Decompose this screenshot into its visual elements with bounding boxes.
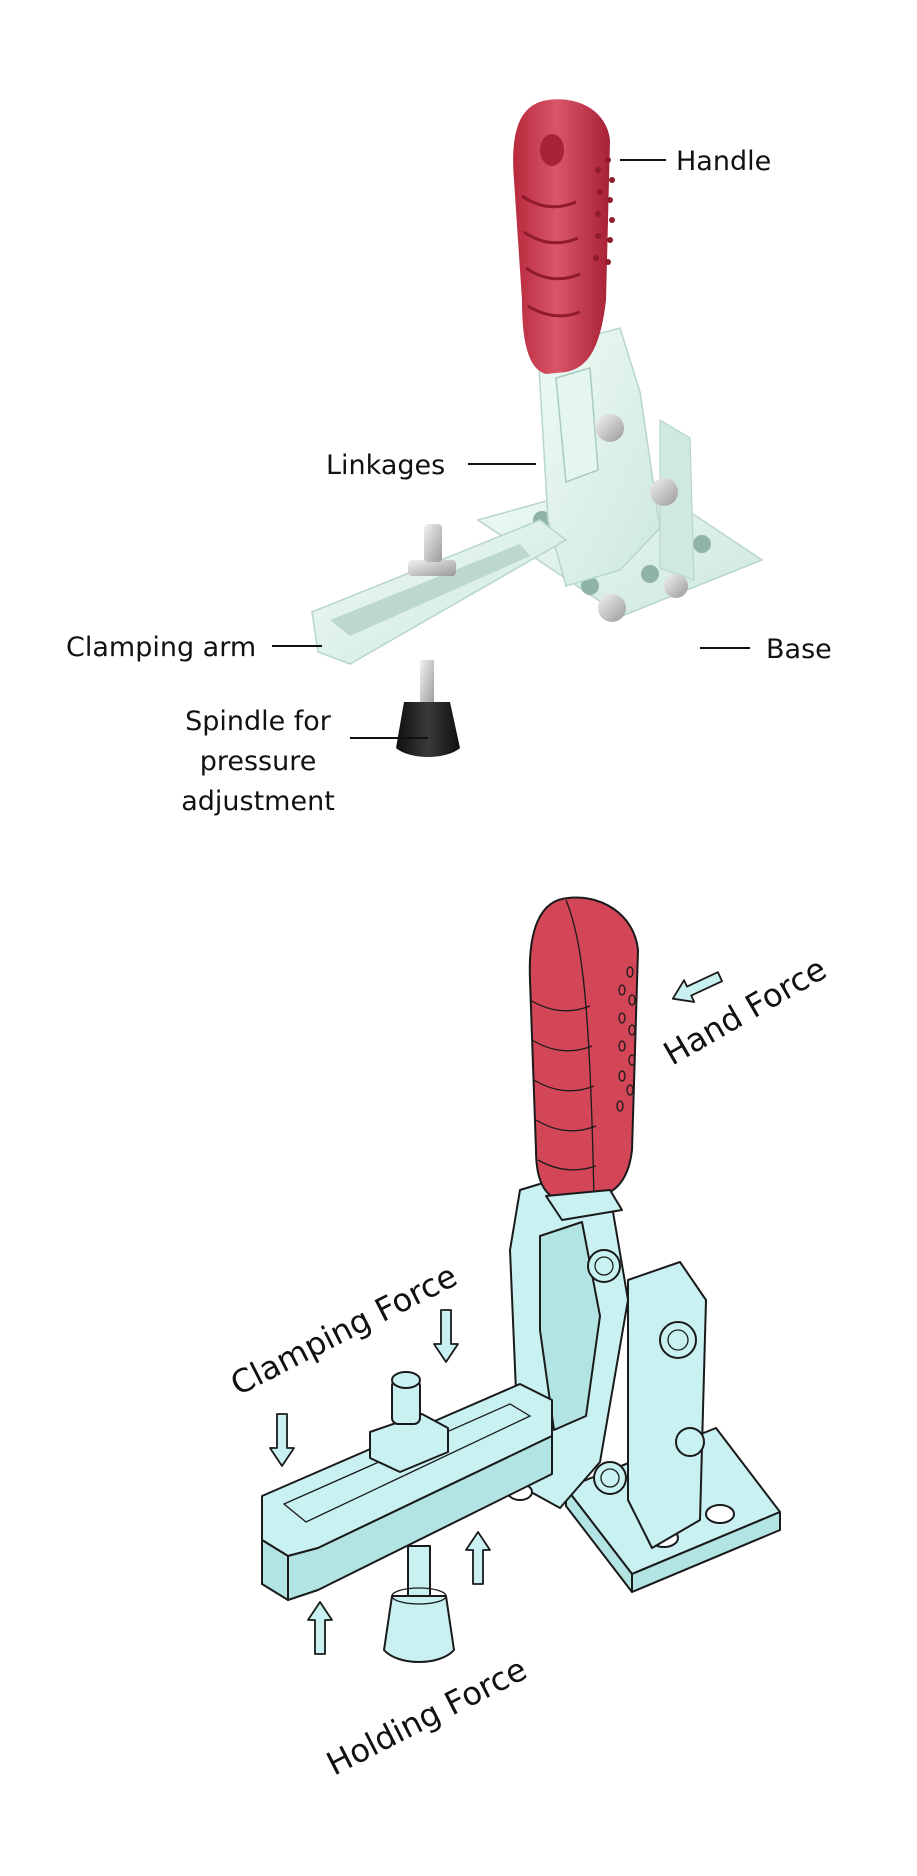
spindle-label-line3: adjustment [181, 786, 335, 817]
spindle-label-line2: pressure [200, 746, 317, 777]
base-label: Base [766, 634, 832, 665]
linkages-label: Linkages [326, 450, 445, 481]
clamping-force-arrow-right [434, 1310, 458, 1362]
top-spindle-pad [396, 702, 460, 757]
holding-force-arrow-right [466, 1532, 490, 1584]
handle-label: Handle [676, 146, 771, 177]
clamping-force-arrow-left [270, 1414, 294, 1466]
bottom-spindle-pad [384, 1596, 454, 1662]
top-clamp-illustration [312, 99, 762, 757]
bottom-clamp-drawing [262, 897, 780, 1662]
hand-force-label: Hand Force [657, 950, 833, 1073]
clamping-force-label: Clamping Force [224, 1256, 463, 1403]
hand-force-arrow [668, 966, 725, 1010]
holding-force-arrow-left [308, 1602, 332, 1654]
clamping-arm-label: Clamping arm [66, 632, 256, 663]
bottom-side-plate [628, 1262, 706, 1548]
spindle-label-line1: Spindle for [185, 706, 332, 737]
holding-force-label: Holding Force [320, 1650, 532, 1783]
